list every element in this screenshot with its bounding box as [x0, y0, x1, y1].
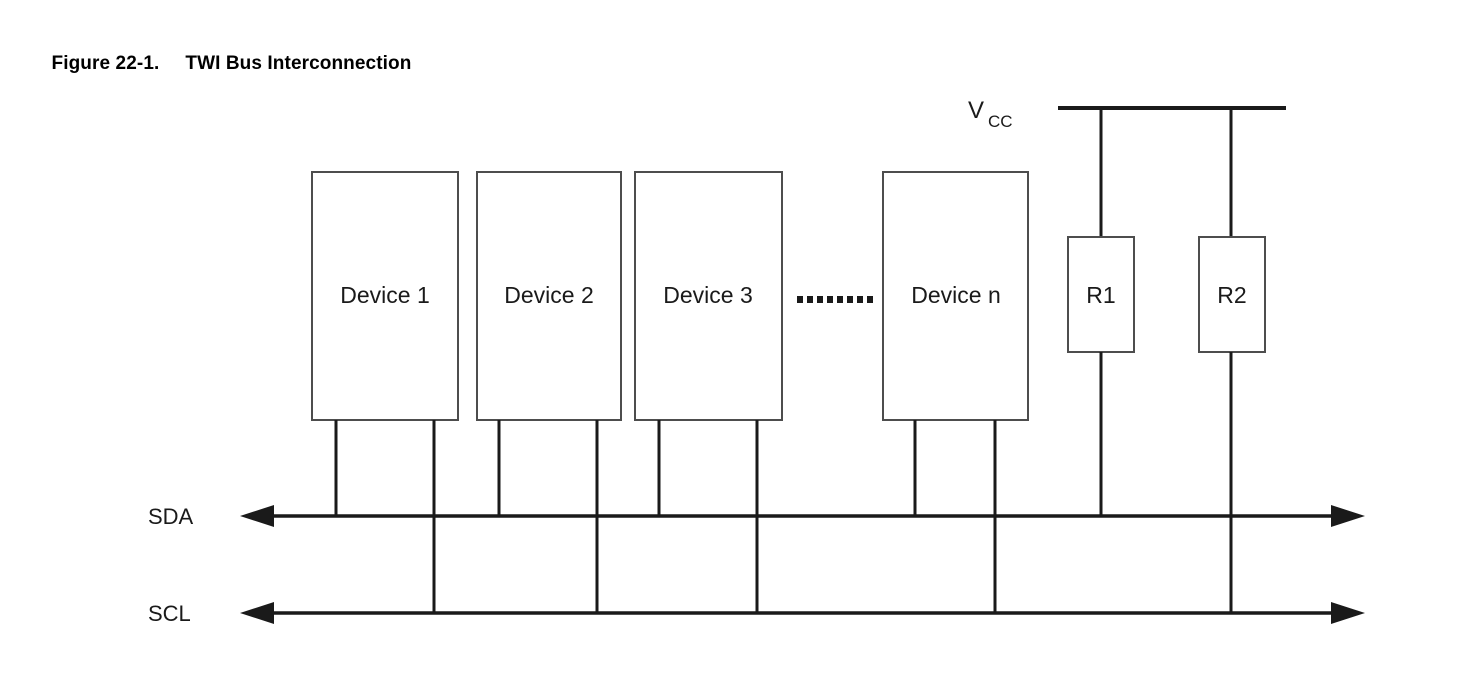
figure-caption-title: TWI Bus Interconnection [185, 53, 412, 74]
device-3-box[interactable] [634, 171, 783, 421]
device-3-group[interactable]: Device 3 [634, 171, 783, 613]
resistor-r2-box[interactable] [1198, 236, 1266, 353]
figure-caption-label: Figure 22-1. [51, 53, 160, 74]
sda-right-arrowhead-icon [1331, 505, 1365, 527]
resistor-r2-label: R2 [1217, 282, 1246, 308]
scl-right-arrowhead-icon [1331, 602, 1365, 624]
device-3-label: Device 3 [663, 282, 752, 308]
ellipsis-dot [857, 296, 863, 303]
scl-bus-group: SCL [148, 601, 1365, 626]
figure-caption: Figure 22-1. TWI Bus Interconnection [30, 31, 412, 97]
sda-bus-label: SDA [148, 504, 194, 529]
resistor-r1-group[interactable]: R1 [1067, 108, 1135, 516]
resistor-r2-group[interactable]: R2 [1198, 108, 1266, 613]
continuation-ellipsis [797, 296, 873, 303]
vcc-label: V [968, 97, 984, 124]
scl-left-arrowhead-icon [240, 602, 274, 624]
ellipsis-dot [837, 296, 843, 303]
resistor-r1-label: R1 [1086, 282, 1115, 308]
device-1-box[interactable] [311, 171, 459, 421]
device-2-label: Device 2 [504, 282, 593, 308]
device-n-box[interactable] [882, 171, 1029, 421]
ellipsis-dot [797, 296, 803, 303]
ellipsis-dot [817, 296, 823, 303]
vcc-subscript-label: CC [988, 112, 1013, 131]
device-2-group[interactable]: Device 2 [476, 171, 622, 613]
device-1-group[interactable]: Device 1 [311, 171, 459, 613]
device-1-label: Device 1 [340, 282, 429, 308]
device-n-label: Device n [911, 282, 1000, 308]
ellipsis-dot [867, 296, 873, 303]
device-2-box[interactable] [476, 171, 622, 421]
ellipsis-dot [847, 296, 853, 303]
ellipsis-dot [807, 296, 813, 303]
sda-bus-group: SDA [148, 504, 1365, 529]
ellipsis-dot [827, 296, 833, 303]
scl-bus-label: SCL [148, 601, 191, 626]
resistor-r1-box[interactable] [1067, 236, 1135, 353]
device-n-group[interactable]: Device n [882, 171, 1029, 613]
sda-left-arrowhead-icon [240, 505, 274, 527]
vcc-rail-group: V CC [968, 97, 1286, 131]
